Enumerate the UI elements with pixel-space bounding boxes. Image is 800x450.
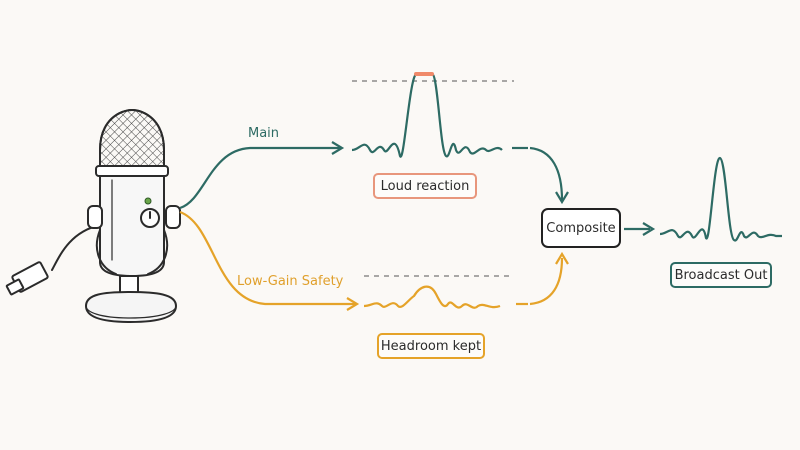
- composite-node: Composite: [541, 208, 621, 248]
- usb-cable: [51, 224, 101, 271]
- loud-waveform: [351, 72, 528, 158]
- safety-path-label: Low-Gain Safety: [237, 274, 344, 289]
- usb-plug-icon: [5, 261, 49, 296]
- main-arrowhead: [331, 141, 345, 155]
- status-led: [144, 197, 152, 205]
- safety-path: [179, 210, 360, 311]
- output-waveform: [659, 156, 782, 242]
- loud-reaction-label: Loud reaction: [373, 173, 477, 199]
- safety-arrowhead: [346, 297, 360, 311]
- main-path: [179, 141, 345, 210]
- safety-waveform: [363, 275, 528, 309]
- merge-arrows: [529, 146, 569, 306]
- output-arrow: [624, 222, 656, 236]
- headroom-kept-label: Headroom kept: [377, 333, 485, 359]
- condenser-mic-icon: [5, 109, 181, 323]
- broadcast-out-label: Broadcast Out: [670, 262, 772, 288]
- main-path-label: Main: [248, 126, 280, 141]
